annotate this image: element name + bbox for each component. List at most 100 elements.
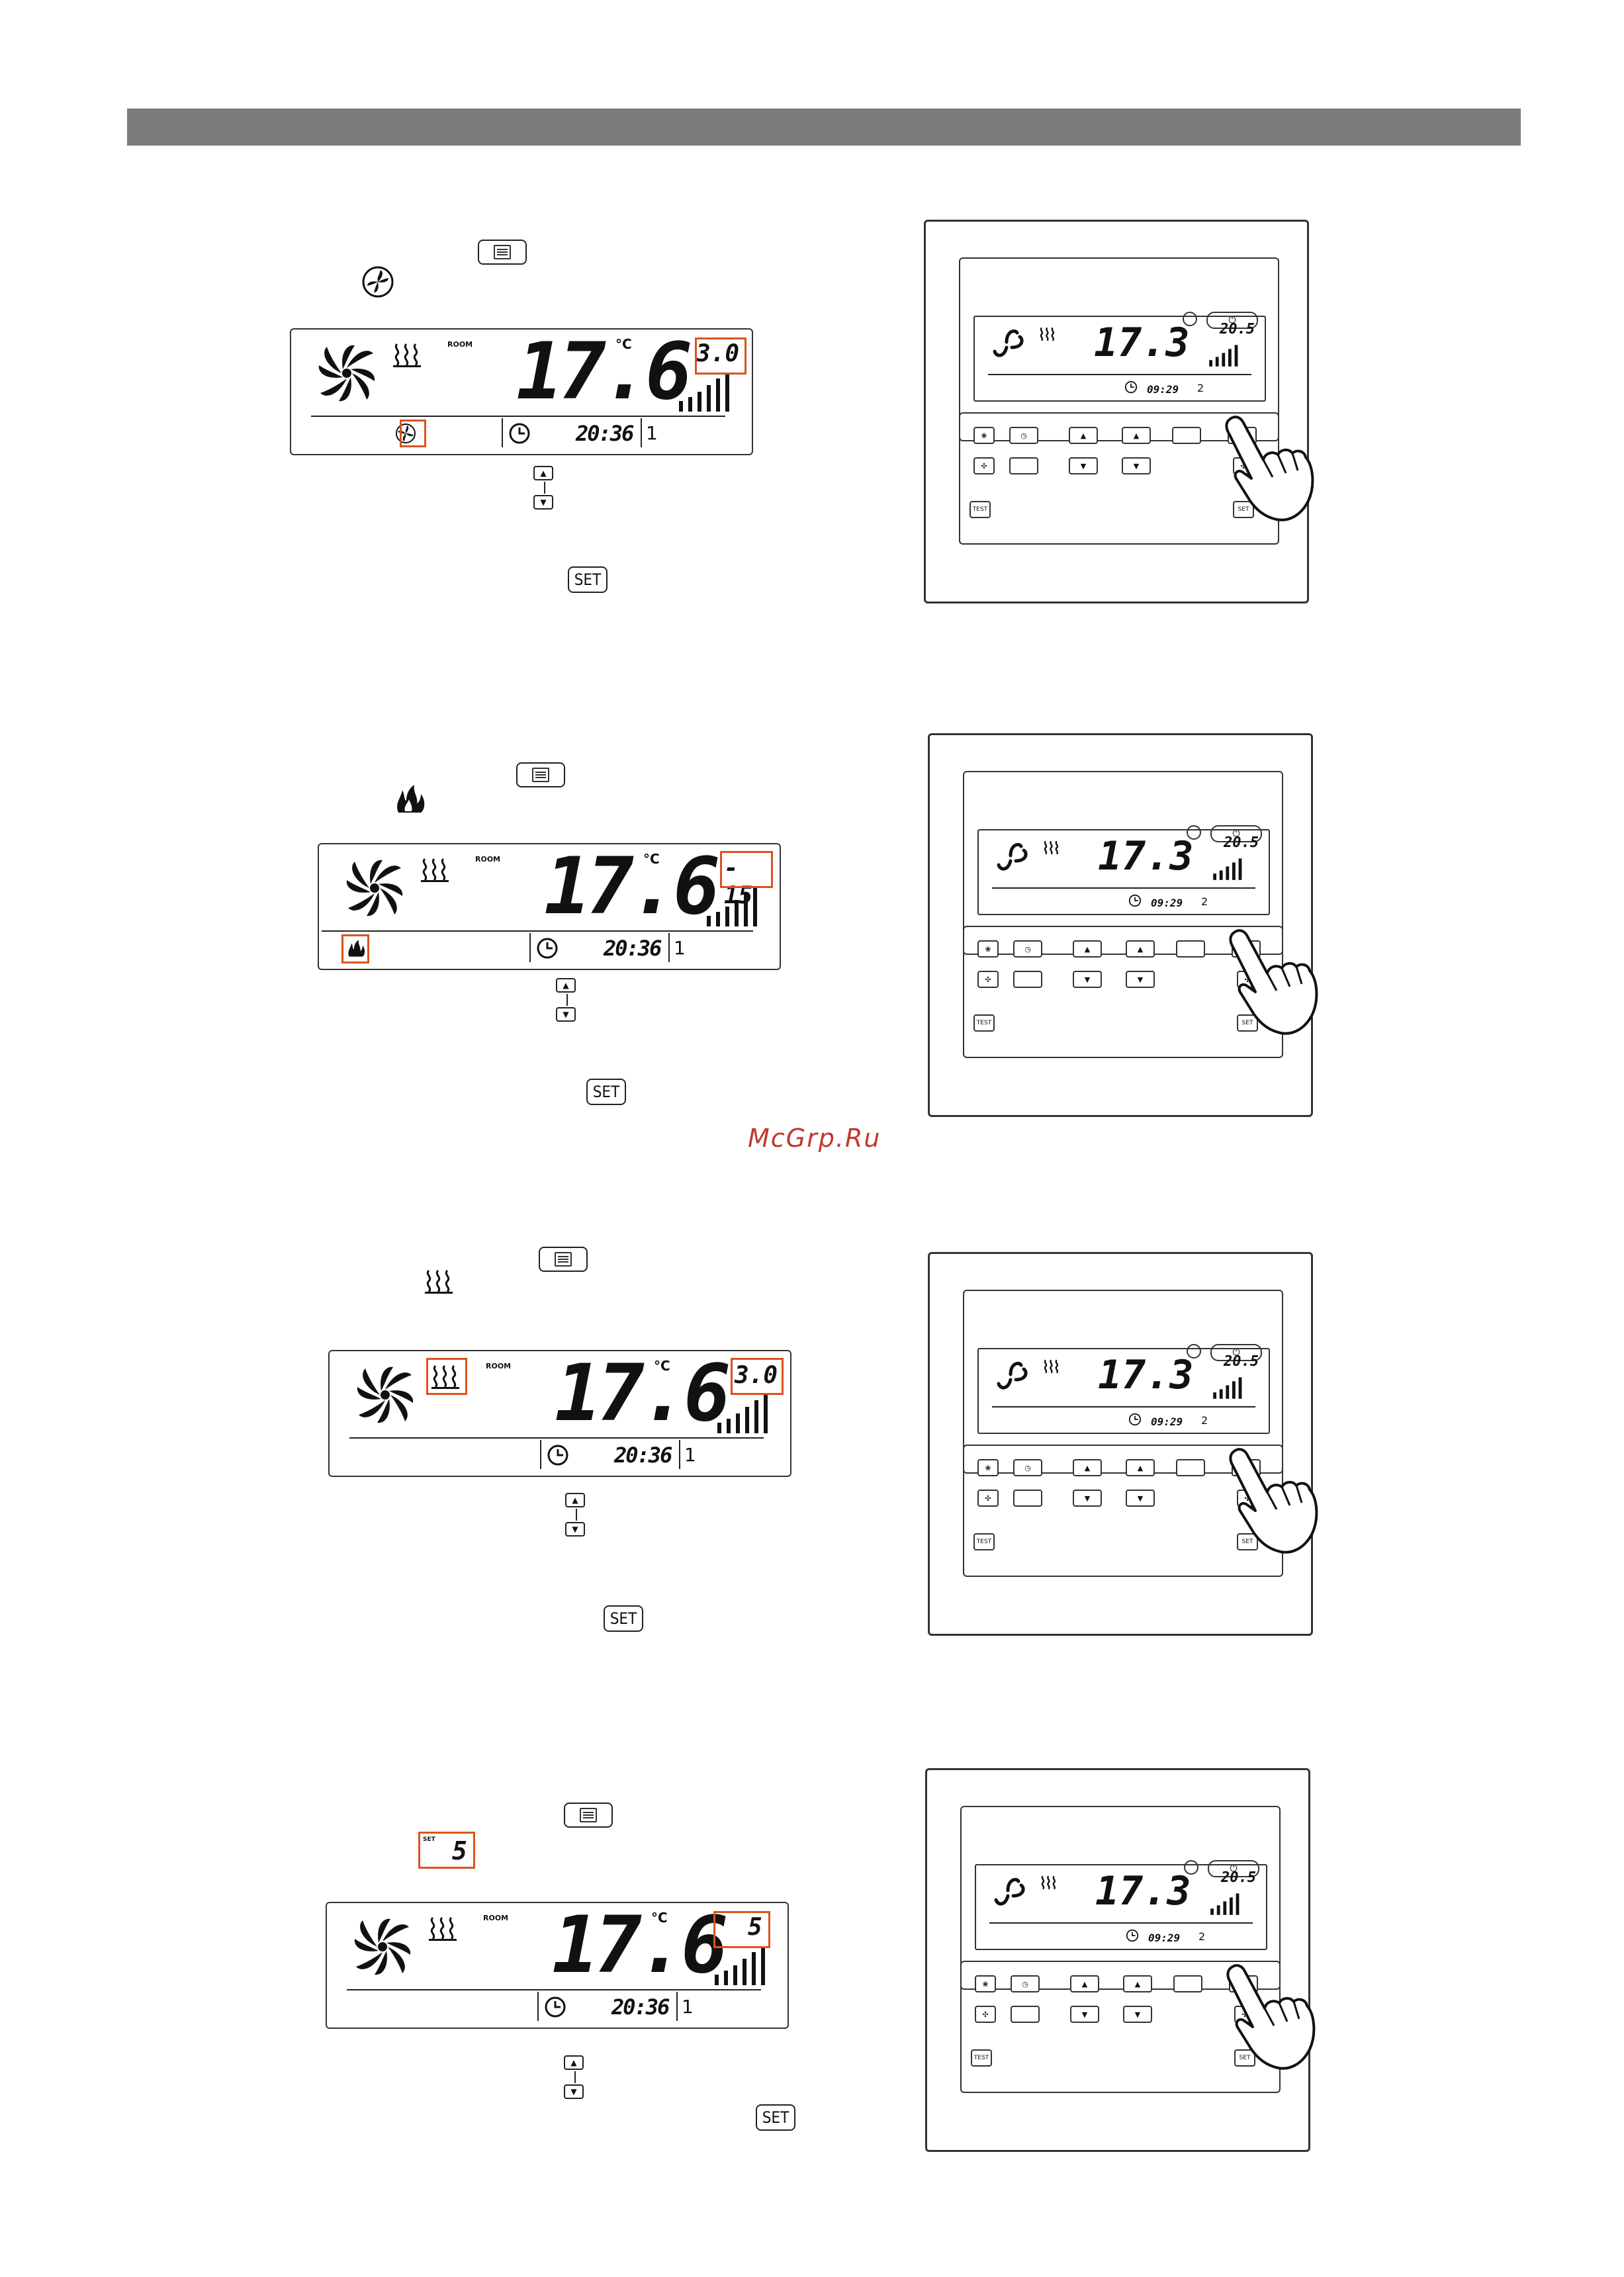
fan-speed-key[interactable]: ✣ [977, 971, 999, 988]
down-temp-key[interactable]: ▼ [1126, 1490, 1155, 1507]
flame-mode-icon [348, 940, 365, 957]
clock-icon [1128, 1413, 1142, 1426]
test-key-label: TEST [976, 1020, 992, 1026]
down-arrow-button[interactable]: ▼ [556, 1007, 576, 1022]
set-button[interactable]: SET [604, 1605, 643, 1632]
test-key[interactable]: TEST [973, 1533, 995, 1550]
fan-key[interactable]: ❀ [973, 427, 995, 444]
down-timer-key[interactable]: ▼ [1073, 971, 1102, 988]
set-button[interactable]: SET [586, 1079, 626, 1105]
clock-key[interactable]: ◷ [1009, 427, 1038, 444]
controller-lcd: 17.3 20.5 09:29 2 [977, 829, 1270, 915]
heat-waves-icon [1044, 840, 1059, 855]
set-button[interactable]: SET [756, 2104, 795, 2131]
set-key[interactable]: SET [1237, 1014, 1258, 1032]
panel-time: 09:29 [1151, 1415, 1183, 1428]
blank-key[interactable] [1013, 1490, 1042, 1507]
menu-key-button[interactable] [516, 762, 565, 787]
menu-key-button[interactable] [478, 240, 527, 265]
set-label: SET [713, 1363, 726, 1370]
fan-key[interactable]: ❀ [977, 1459, 999, 1476]
down-timer-key[interactable]: ▼ [1073, 1490, 1102, 1507]
panel-zone: 2 [1201, 1414, 1208, 1427]
lcd-display: ROOM 17.6 °C SET 3.0 20:36 1 [290, 328, 753, 455]
power-button[interactable]: ⏻ [1206, 312, 1258, 329]
fan-blade-icon [997, 842, 1028, 871]
up-temp-key[interactable]: ▲ [1126, 940, 1155, 958]
set-key[interactable]: SET [1233, 501, 1254, 518]
controller-panel: ⏻ 17.3 20.5 09:29 2 ❀ ◷ ▲ ▲ ▤ ✣ ▼ ▼ ✣ TE… [925, 1768, 1316, 2152]
up-timer-key[interactable]: ▲ [1070, 1975, 1099, 1992]
signal-bars-icon [707, 888, 757, 926]
up-down-arrows[interactable]: ▲ ▼ [556, 978, 578, 1022]
up-down-arrows[interactable]: ▲ ▼ [564, 2055, 586, 2099]
up-timer-key[interactable]: ▲ [1073, 940, 1102, 958]
clock-key[interactable]: ◷ [1011, 1975, 1040, 1992]
clock-time: 20:36 [576, 421, 634, 446]
fan-key[interactable]: ❀ [975, 1975, 996, 1992]
set-key-label: SET [1241, 1020, 1253, 1026]
up-arrow-button[interactable]: ▲ [556, 978, 576, 993]
up-temp-key[interactable]: ▲ [1123, 1975, 1152, 1992]
test-key[interactable]: TEST [971, 2049, 992, 2067]
down-timer-key[interactable]: ▼ [1069, 457, 1098, 474]
clock-icon [547, 1445, 568, 1466]
down-arrow-button[interactable]: ▼ [564, 2084, 584, 2099]
panel-set-temperature: 20.5 [1220, 321, 1255, 337]
down-temp-key[interactable]: ▼ [1123, 2006, 1152, 2023]
blank-key[interactable] [1176, 940, 1205, 958]
controller-lcd: 17.3 20.5 09:29 2 [977, 1348, 1270, 1434]
panel-temperature: 17.3 [1095, 1868, 1191, 1914]
up-down-arrows[interactable]: ▲ ▼ [565, 1493, 588, 1537]
clock-icon [1126, 1929, 1139, 1942]
down-timer-key[interactable]: ▼ [1070, 2006, 1099, 2023]
up-arrow-button[interactable]: ▲ [565, 1493, 585, 1507]
power-button[interactable]: ⏻ [1208, 1860, 1259, 1877]
panel-time: 09:29 [1148, 1932, 1181, 1944]
controller-keypad: ❀ ◷ ▲ ▲ ▤ ✣ ▼ ▼ ✣ TEST SET [960, 1961, 1281, 2093]
blank-key[interactable] [1013, 971, 1042, 988]
blank-key[interactable] [1009, 457, 1038, 474]
test-key[interactable]: TEST [973, 1014, 995, 1032]
up-timer-key[interactable]: ▲ [1073, 1459, 1102, 1476]
up-temp-key[interactable]: ▲ [1126, 1459, 1155, 1476]
down-temp-key[interactable]: ▼ [1126, 971, 1155, 988]
room-temperature: 17.6 [555, 1347, 731, 1439]
down-arrow-button[interactable]: ▼ [565, 1522, 585, 1537]
panel-zone: 2 [1197, 382, 1204, 394]
menu-key-button[interactable] [564, 1803, 613, 1828]
power-button[interactable]: ⏻ [1210, 1344, 1262, 1361]
heat-waves-icon [1041, 1875, 1056, 1890]
blank-key[interactable] [1172, 427, 1201, 444]
blank-key[interactable] [1173, 1975, 1202, 1992]
down-temp-key[interactable]: ▼ [1122, 457, 1151, 474]
up-arrow-button[interactable]: ▲ [564, 2055, 584, 2070]
panel-set-temperature: 20.5 [1221, 1869, 1256, 1886]
highlight-set-value [720, 851, 773, 888]
menu-key-button[interactable] [539, 1247, 588, 1272]
fan-key[interactable]: ❀ [977, 940, 999, 958]
set-temperature: 5 [748, 1914, 762, 1941]
up-down-arrows[interactable]: ▲ ▼ [533, 466, 556, 510]
clock-key[interactable]: ◷ [1013, 940, 1042, 958]
down-arrow-button[interactable]: ▼ [533, 495, 553, 510]
set-temperature: 5 [452, 1836, 467, 1865]
fan-speed-key[interactable]: ✣ [977, 1490, 999, 1507]
set-key-label: SET [1239, 2055, 1251, 2061]
fan-blade-icon [357, 1366, 414, 1423]
up-temp-key[interactable]: ▲ [1122, 427, 1151, 444]
set-key[interactable]: SET [1234, 2049, 1255, 2067]
blank-key[interactable] [1011, 2006, 1040, 2023]
set-button[interactable]: SET [568, 566, 608, 593]
test-key[interactable]: TEST [970, 501, 991, 518]
fan-speed-key[interactable]: ✣ [975, 2006, 996, 2023]
up-timer-key[interactable]: ▲ [1069, 427, 1098, 444]
power-button[interactable]: ⏻ [1210, 825, 1262, 842]
set-label: SET [423, 1836, 435, 1843]
clock-key[interactable]: ◷ [1013, 1459, 1042, 1476]
up-arrow-button[interactable]: ▲ [533, 466, 553, 480]
pointing-hand-icon [1229, 1448, 1318, 1554]
blank-key[interactable] [1176, 1459, 1205, 1476]
set-key[interactable]: SET [1237, 1533, 1258, 1550]
fan-speed-key[interactable]: ✣ [973, 457, 995, 474]
